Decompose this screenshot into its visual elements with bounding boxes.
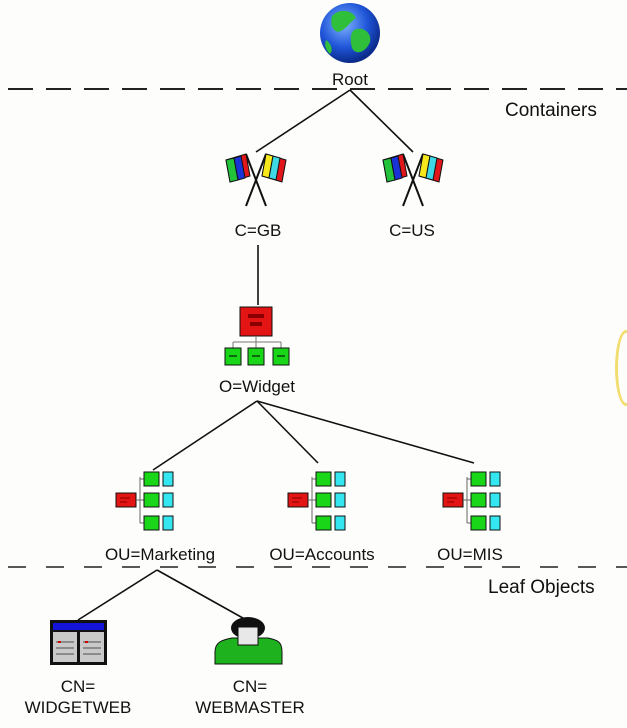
node-label-cn-webmaster-line2: WEBMASTER <box>195 698 305 717</box>
node-label-cn-widgetweb-line2: WIDGETWEB <box>24 698 132 717</box>
globe-icon <box>320 3 380 63</box>
edge-ou-marketing-cn-widgetweb <box>77 569 158 621</box>
user-icon <box>214 617 283 665</box>
node-label-ou-mis: OU=MIS <box>437 545 503 564</box>
org-unit-icon-marketing <box>115 471 174 531</box>
org-unit-icon-accounts <box>287 471 346 531</box>
node-label-ou-accounts: OU=Accounts <box>269 545 375 564</box>
edge-root-c-us <box>349 89 414 153</box>
org-unit-icon-mis <box>442 471 501 531</box>
node-label-cn-widgetweb-line1: CN= <box>60 677 96 696</box>
node-label-root: Root <box>332 70 368 89</box>
zone-label-containers: Containers <box>505 100 597 121</box>
edge-ou-marketing-cn-webmaster <box>156 569 251 623</box>
edge-o-widget-ou-marketing <box>152 400 258 471</box>
edge-root-c-gb <box>255 89 351 153</box>
node-label-c-gb: C=GB <box>234 221 282 240</box>
flags-icon-gb <box>225 153 287 207</box>
node-label-ou-marketing: OU=Marketing <box>104 545 216 564</box>
node-label-c-us: C=US <box>389 221 435 240</box>
edge-o-widget-ou-accounts <box>256 400 319 464</box>
server-icon <box>50 620 107 665</box>
zone-label-leaf-objects: Leaf Objects <box>488 577 595 598</box>
edge-o-widget-ou-mis <box>256 400 475 464</box>
organization-icon <box>224 306 290 366</box>
node-label-cn-webmaster-line1: CN= <box>232 677 268 696</box>
flags-icon-us <box>382 153 444 207</box>
node-label-o-widget: O=Widget <box>218 377 296 396</box>
